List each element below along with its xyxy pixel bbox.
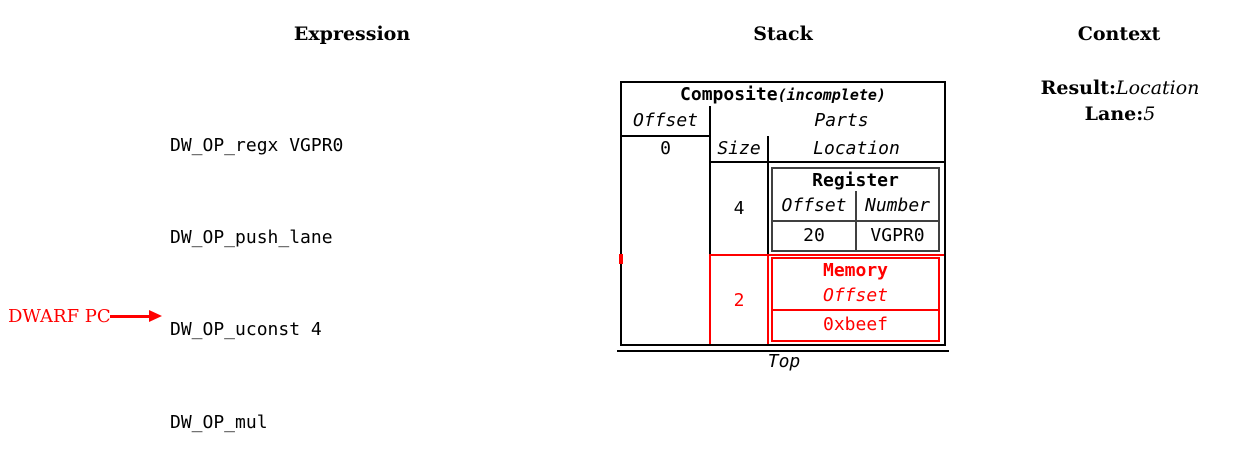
context-panel: Result:Location Lane:5 xyxy=(1041,76,1200,127)
parts-column-header: Parts xyxy=(814,110,869,131)
context-result-row: Result:Location xyxy=(1041,76,1200,102)
register-offset-value: 20 xyxy=(803,224,825,246)
context-lane-value: 5 xyxy=(1143,102,1156,125)
part-size-value: 4 xyxy=(733,198,745,219)
composite-qualifier-label: (incomplete) xyxy=(777,85,886,104)
opcode-line: DW_OP_regx VGPR0 xyxy=(170,134,344,156)
register-number-header: Number xyxy=(864,195,931,216)
size-location-header-underline xyxy=(709,161,944,163)
memory-title: Memory xyxy=(822,259,889,281)
opcode-line: DW_OP_push_lane xyxy=(170,226,333,248)
register-offset-header: Offset xyxy=(781,195,847,216)
memory-offset-value: 0xbeef xyxy=(822,313,889,335)
size-location-divider-highlight xyxy=(767,254,769,344)
memory-offset-header: Offset xyxy=(822,284,889,306)
expression-column-title: Expression xyxy=(293,23,411,45)
context-lane-row: Lane:5 xyxy=(1041,102,1200,128)
stack-top-rule xyxy=(617,350,949,352)
composite-title-row: Composite(incomplete) xyxy=(622,83,944,106)
highlight-row-left-tick xyxy=(619,254,623,264)
composite-kind-label: Composite xyxy=(680,84,778,105)
register-title: Register xyxy=(812,169,899,191)
memory-location-box: Memory Offset 0xbeef xyxy=(771,257,940,342)
context-column-title: Context xyxy=(1077,23,1161,45)
offset-parts-divider xyxy=(709,106,711,254)
part-row-divider xyxy=(709,254,944,256)
dwarf-pc-label: DWARF PC xyxy=(8,306,111,327)
offset-header-underline xyxy=(622,135,709,137)
offset-parts-divider-highlight xyxy=(709,254,711,344)
memory-header-underline xyxy=(773,309,938,311)
stack-column-title: Stack xyxy=(753,23,813,45)
opcode-list: DW_OP_regx VGPR0 DW_OP_push_lane DW_OP_u… xyxy=(170,69,376,468)
size-location-divider xyxy=(767,136,769,254)
context-lane-label: Lane: xyxy=(1084,102,1144,125)
offset-column-header: Offset xyxy=(632,110,699,131)
context-result-value: Location xyxy=(1115,77,1200,99)
stack-top-label: Top xyxy=(767,351,801,372)
context-result-label: Result: xyxy=(1040,77,1116,99)
opcode-line: DW_OP_uconst 4 xyxy=(170,319,322,341)
offset-value: 0 xyxy=(660,137,671,159)
register-header-underline xyxy=(773,220,938,222)
register-location-box: Register Offset Number 20 VGPR0 xyxy=(771,167,940,252)
register-number-value: VGPR0 xyxy=(870,224,925,246)
dwarf-pc-arrow-shaft xyxy=(110,315,150,318)
composite-stack-entry: Composite(incomplete) Offset 0 Parts Siz… xyxy=(620,81,946,346)
size-column-header: Size xyxy=(717,138,761,159)
opcode-line: DW_OP_mul xyxy=(170,411,268,433)
part-size-value-highlighted: 2 xyxy=(733,289,745,311)
dwarf-pc-arrowhead-icon xyxy=(149,310,162,322)
location-column-header: Location xyxy=(813,138,900,159)
